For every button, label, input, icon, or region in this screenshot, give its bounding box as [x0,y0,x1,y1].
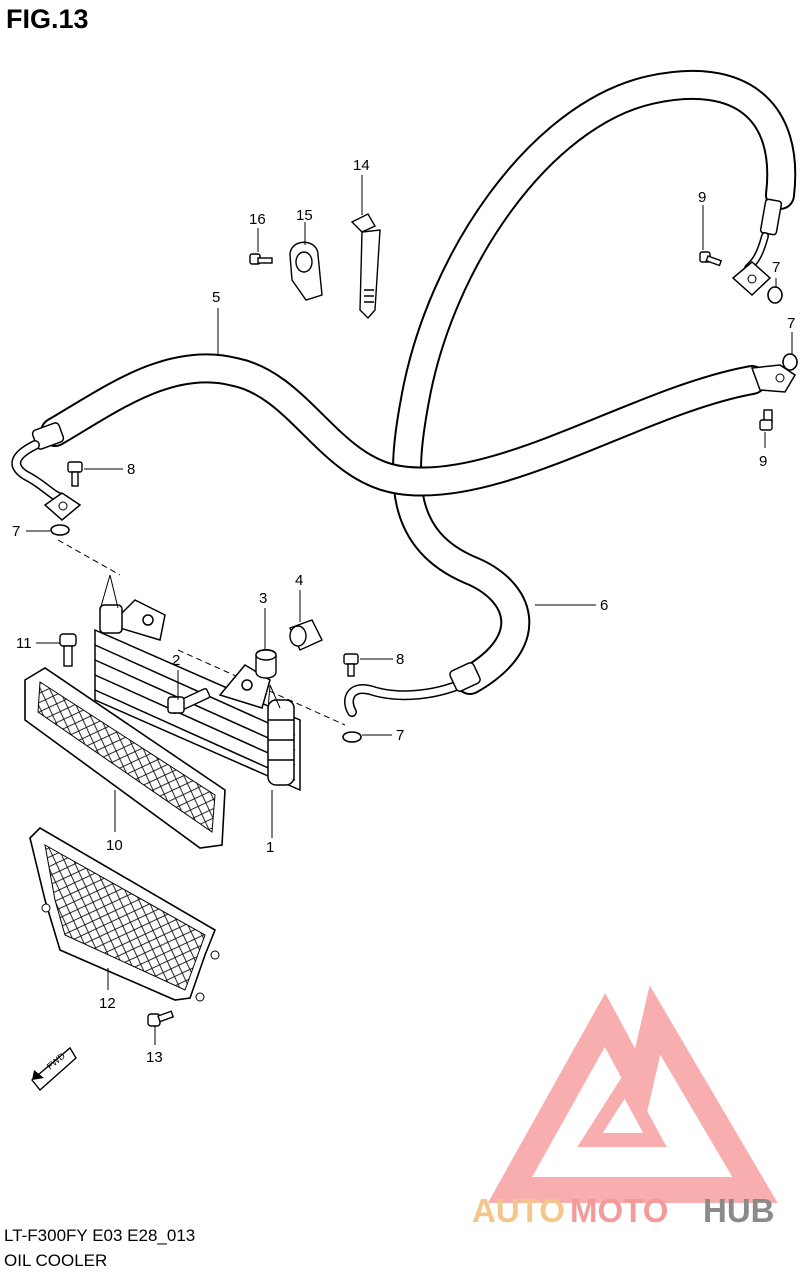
callout-9-lower: 9 [759,453,767,470]
model-code: LT-F300FY E03 E28_013 [4,1226,196,1245]
callout-12: 12 [99,995,116,1012]
callout-15: 15 [296,207,313,224]
callout-3: 3 [259,590,267,607]
bolt-16-icon [249,253,273,265]
callout-13: 13 [146,1049,163,1066]
callout-2: 2 [172,652,180,669]
callout-7-left: 7 [12,523,20,540]
callout-8-upper: 8 [127,461,135,478]
watermark-logo-icon [487,985,778,1203]
watermark-hub: HUB [703,1192,775,1229]
figure-title: FIG.13 [6,4,89,34]
clamp-15-icon [289,241,323,301]
callout-1: 1 [266,839,274,856]
callout-7-lower: 7 [396,727,404,744]
callout-leaders [26,175,793,1045]
watermark-moto: MOTO [570,1192,668,1229]
forward-direction-icon: FWD [31,1046,77,1092]
o-ring-7-icons [50,286,798,743]
callout-7-upper-right: 7 [772,259,780,276]
callout-14: 14 [353,157,370,174]
callout-4: 4 [295,572,303,589]
callout-16: 16 [249,211,266,228]
cooler-screen-10 [24,667,226,849]
bolt-11-icon [59,633,77,667]
callout-6: 6 [600,597,608,614]
watermark-auto: AUTO [472,1192,565,1229]
oil-hose-6 [344,69,797,717]
collar-3-icon [255,649,277,679]
bolt-8-lower-icon [343,653,359,677]
callout-7-right: 7 [787,315,795,332]
bolt-9-lower-icon [759,409,773,431]
bolt-9-upper-icon [699,251,723,267]
oil-cooler-core [94,599,301,792]
section-name: OIL COOLER [4,1251,108,1270]
callout-9-upper: 9 [698,189,706,206]
bolt-2-icon [167,687,211,715]
cooler-guard-12 [29,826,220,1002]
callout-11: 11 [16,635,32,652]
screw-13-icon [147,1010,175,1027]
callout-8-lower: 8 [396,651,404,668]
callout-10: 10 [106,837,123,854]
callout-5: 5 [212,289,220,306]
clamp-14-icon [350,213,381,320]
bolt-8-upper-icon [67,461,83,487]
cushion-4-icon [289,619,323,651]
oil-hose-5 [11,353,797,521]
